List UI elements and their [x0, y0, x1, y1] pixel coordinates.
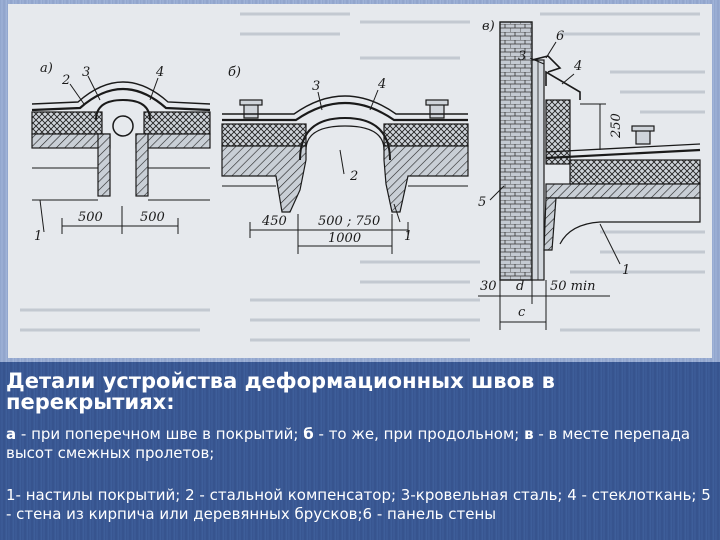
- panel-c-label: в): [482, 19, 495, 34]
- callout-c-3: 3: [518, 49, 526, 64]
- callout-b-1: 1: [404, 229, 412, 244]
- dim-b-500-750: 500 ; 750: [318, 214, 380, 229]
- technical-drawing: а): [8, 4, 712, 358]
- callout-b-2: 2: [349, 169, 358, 184]
- variant-a-key: а: [6, 425, 17, 443]
- callout-b-3: 3: [312, 79, 320, 94]
- slide-title: Детали устройства деформационных швов в …: [6, 369, 555, 414]
- panel-a-detail: а): [31, 61, 211, 244]
- callout-c-1: 1: [622, 263, 630, 278]
- variant-c-text: - в месте перепада высот смежных пролето…: [6, 425, 691, 462]
- legend-text: 1- настилы покрытий; 2 - стальной компен…: [6, 486, 711, 523]
- dim-a-500-right: 500: [140, 210, 165, 225]
- callout-c-6: 6: [556, 29, 564, 44]
- dim-c-50min: 50 min: [550, 279, 596, 294]
- caption-panel: Детали устройства деформационных швов в …: [0, 362, 720, 540]
- variant-a-text: - при поперечном шве в покрытий;: [16, 425, 304, 443]
- panel-c-detail: в): [478, 19, 701, 330]
- dim-b-450: 450: [261, 214, 287, 229]
- variant-b-key: б: [303, 425, 314, 443]
- callout-a-2: 2: [61, 73, 70, 88]
- callout-a-3: 3: [82, 65, 90, 80]
- callout-c-4: 4: [573, 59, 582, 74]
- background-text-lines: [20, 12, 705, 342]
- callout-b-4: 4: [377, 77, 386, 92]
- dim-c-30: 30: [480, 279, 497, 294]
- callout-a-1: 1: [34, 229, 42, 244]
- panel-a-label: а): [40, 61, 53, 76]
- callout-a-4: 4: [155, 65, 164, 80]
- panel-b-detail: б): [221, 65, 469, 254]
- panel-b-label: б): [228, 65, 241, 80]
- variant-c-key: в: [524, 425, 534, 443]
- callout-c-5: 5: [478, 195, 486, 210]
- dim-c-c: c: [518, 305, 526, 320]
- dim-a-500-left: 500: [78, 210, 103, 225]
- dim-c-d: d: [516, 279, 524, 294]
- dim-c-250: 250: [609, 113, 624, 139]
- dim-b-1000: 1000: [328, 231, 361, 246]
- subtitle-variants: а - при поперечном шве в покрытий; б - т…: [6, 425, 714, 463]
- variant-b-text: - то же, при продольном;: [313, 425, 525, 443]
- expansion-joint-drawing: а): [8, 4, 712, 358]
